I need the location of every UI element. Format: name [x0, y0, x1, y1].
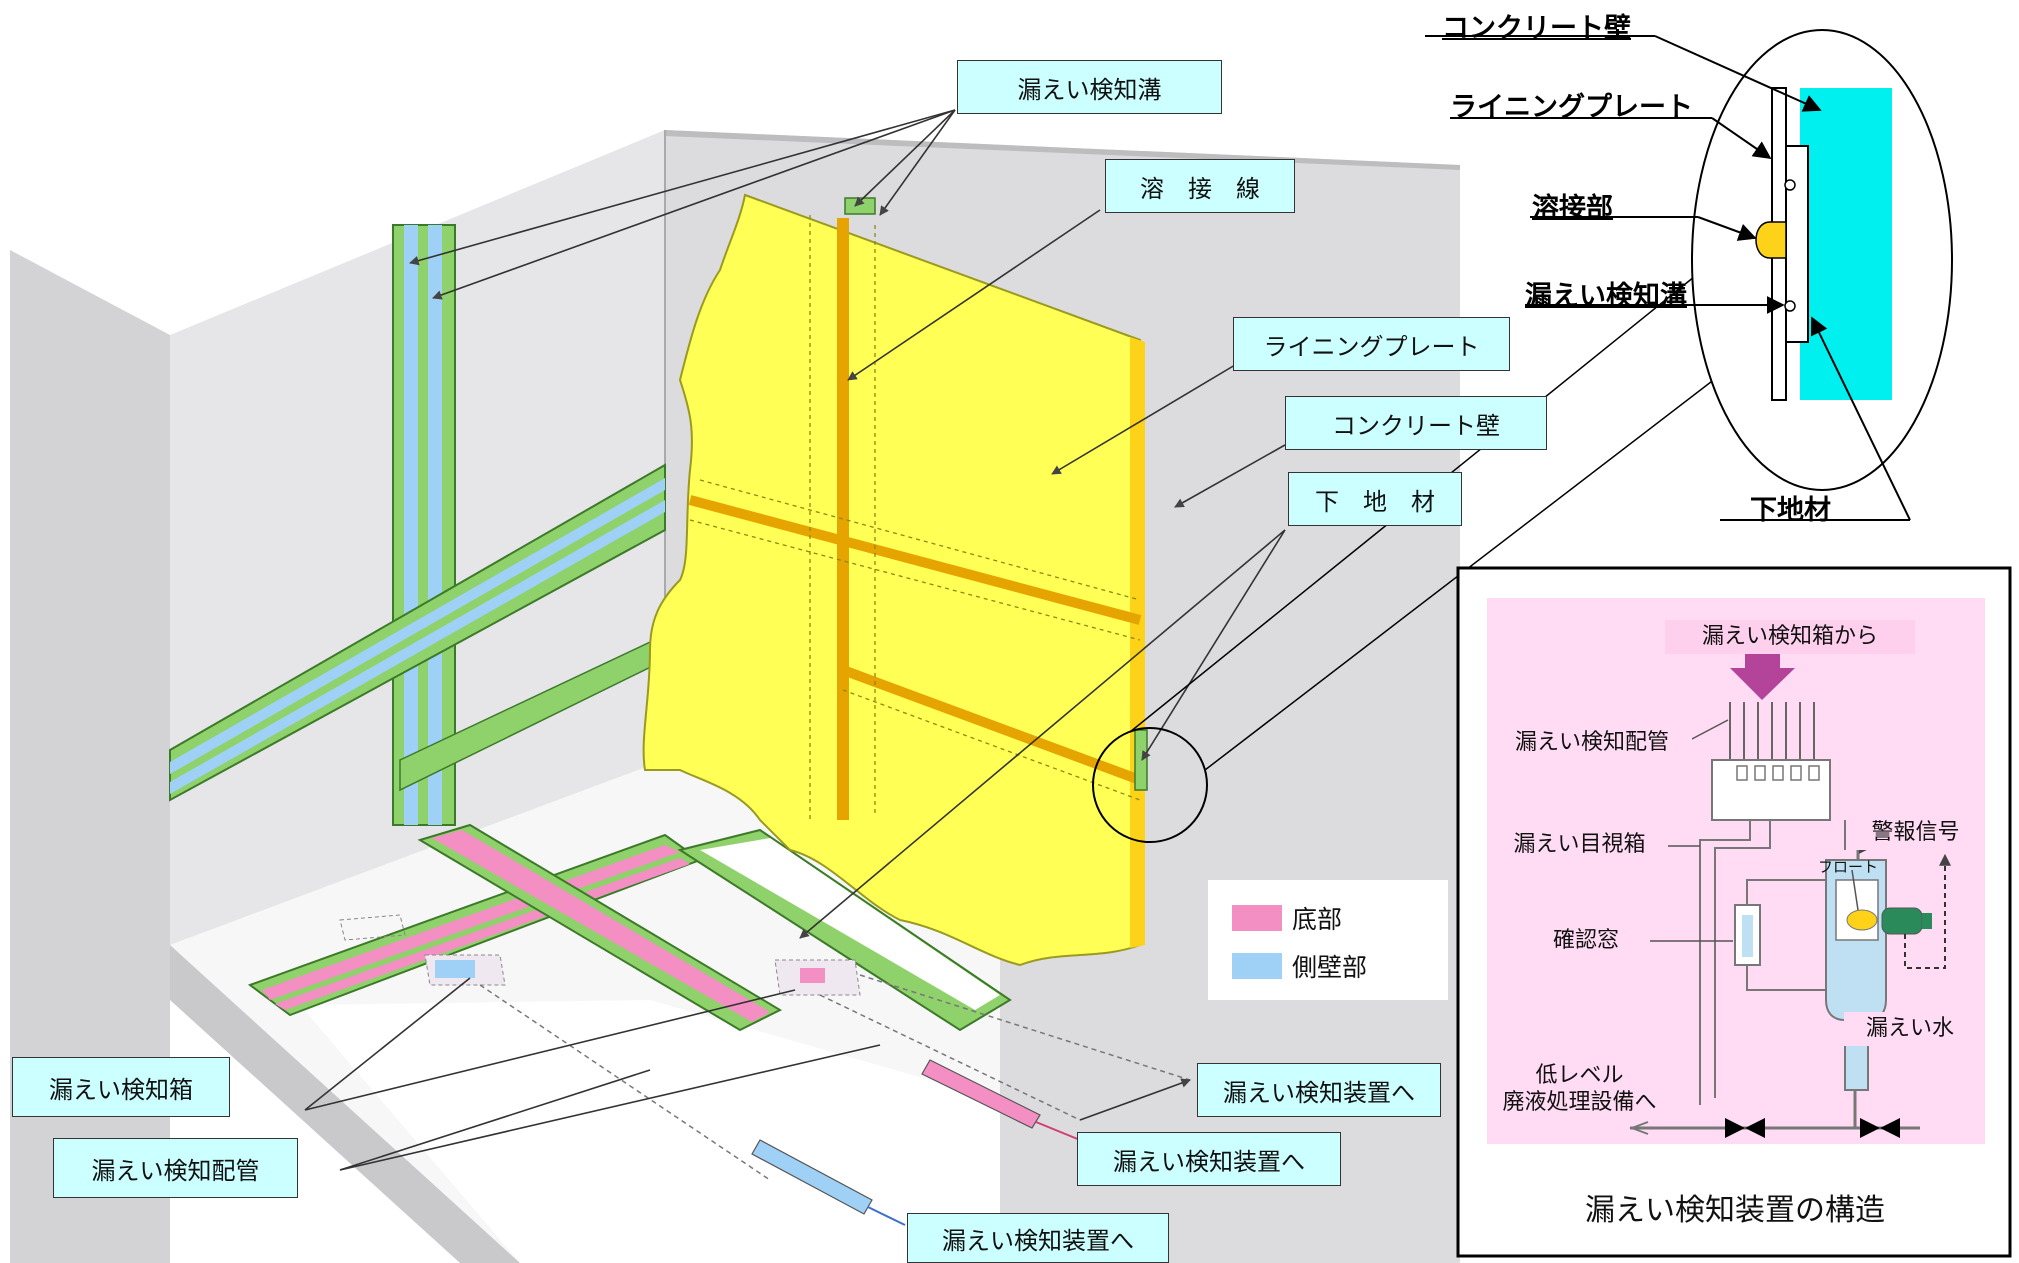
floor-front-cut [300, 1000, 1000, 1263]
detect-box-upper [339, 914, 406, 941]
flow-arrow [1730, 652, 1795, 700]
floor-channel-right [677, 828, 1012, 1032]
comb-pipes [1729, 702, 1815, 760]
lining-plate-edge [1130, 337, 1145, 948]
device-label-pipe: 漏えい検知配管 [1492, 726, 1692, 760]
weld-seam-horizontal-1 [688, 495, 1142, 625]
weld-seam-horizontal-2 [841, 665, 1142, 785]
pit-left-face [170, 945, 520, 1263]
detail-label-groove: 漏えい検知溝 [1525, 281, 1687, 312]
device-label-window: 確認窓 [1522, 924, 1650, 958]
detail-label-weld: 溶接部 [1532, 193, 1613, 224]
label-to-device-2: 漏えい検知装置へ [1077, 1132, 1341, 1186]
detail-label-concrete-wall: コンクリート壁 [1442, 13, 1631, 44]
legend-side: 側壁部 [1232, 948, 1367, 984]
label-detect-box: 漏えい検知箱 [12, 1057, 230, 1117]
label-detect-pipe: 漏えい検知配管 [53, 1138, 298, 1198]
label-leak-groove: 漏えい検知溝 [957, 60, 1222, 114]
vertical-channel-left [392, 224, 456, 826]
detect-box-right [774, 959, 861, 996]
pipe-pink [921, 1059, 1081, 1141]
detect-box-left [424, 954, 506, 986]
lining-plate [642, 193, 1141, 967]
legend-side-label: 側壁部 [1292, 953, 1368, 982]
device-label-low-level-1: 低レベル [1535, 1062, 1624, 1088]
label-base-material: 下 地 材 [1288, 472, 1462, 526]
detail-label-base-material: 下地材 [1750, 495, 1831, 526]
label-lining-plate: ライニングプレート [1233, 317, 1510, 371]
label-weld-line: 溶 接 線 [1105, 159, 1295, 213]
detail-base-material [1785, 145, 1809, 343]
legend-bottom-label: 底部 [1292, 905, 1343, 934]
legend-side-swatch [1232, 953, 1282, 979]
device-caption: 漏えい検知装置の構造 [1585, 1193, 1885, 1228]
legend: 底部 側壁部 [1208, 880, 1448, 1000]
device-label-alarm: 警報信号 [1848, 816, 1983, 850]
device-label-low-level: 低レベル 廃液処理設備へ [1492, 1058, 1667, 1120]
device-panel-bg [1487, 598, 1985, 1144]
device-label-low-level-2: 廃液処理設備へ [1502, 1090, 1657, 1115]
left-wall [10, 250, 170, 1263]
float [1846, 909, 1878, 931]
label-to-device-1: 漏えい検知装置へ [1197, 1063, 1441, 1117]
detail-label-lining-plate: ライニングプレート [1450, 92, 1693, 123]
pipe-blue [751, 1139, 906, 1226]
label-concrete-wall: コンクリート壁 [1285, 396, 1547, 450]
detail-weld [1755, 221, 1787, 259]
device-label-leak-water: 漏えい水 [1844, 1012, 1976, 1046]
legend-bottom: 底部 [1232, 900, 1342, 936]
device-label-visual-box: 漏えい目視箱 [1492, 828, 1667, 862]
device-label-float: フロート [1818, 858, 1879, 876]
alarm-switch [1881, 907, 1923, 935]
floor-channel-cross [417, 823, 783, 1032]
horizontal-channel-back [169, 463, 666, 802]
device-label-from-box: 漏えい検知箱から [1665, 620, 1915, 654]
label-to-device-3: 漏えい検知装置へ [907, 1213, 1169, 1263]
detail-concrete [1800, 88, 1892, 400]
legend-bottom-swatch [1232, 905, 1282, 931]
zoom-circle [1092, 727, 1208, 843]
